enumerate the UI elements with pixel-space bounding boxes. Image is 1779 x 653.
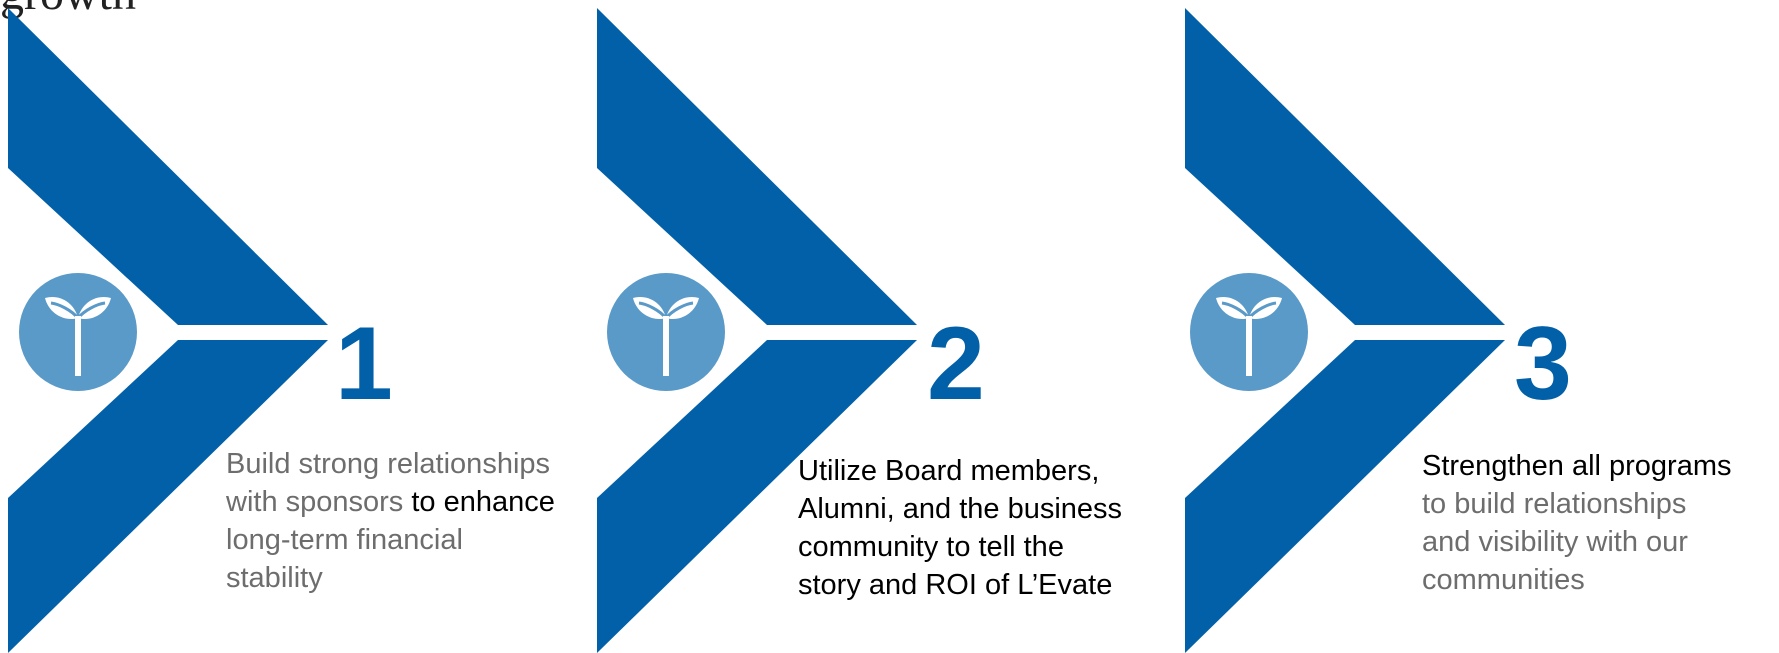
step-text-segment: Alumni, and the business: [798, 493, 1123, 525]
chevron-upper-3: [1185, 8, 1505, 325]
step-number-2: 2: [927, 306, 985, 422]
step-line: and visibility with our: [1422, 523, 1732, 561]
chevron-upper-2: [597, 8, 917, 325]
step-line: community to tell the: [798, 528, 1122, 566]
step-text-segment: stability: [226, 562, 323, 594]
step-line: long-term financial: [226, 521, 555, 559]
chevron-lower-3: [1185, 340, 1505, 653]
sprout-icon: [41, 284, 115, 381]
chevron-upper-1: [8, 8, 328, 325]
step-text-segment: communities: [1422, 564, 1585, 596]
step-text-segment: community to tell the: [798, 531, 1064, 563]
step-line: stability: [226, 559, 555, 597]
sprout-icon: [1212, 284, 1286, 381]
step-text-segment: Build strong relationships: [226, 448, 551, 480]
step-description-2: Utilize Board members, Alumni, and the bu…: [798, 452, 1122, 604]
step-line: Build strong relationships: [226, 445, 555, 483]
page-heading: growth: [0, 0, 136, 18]
step-number-1: 1: [335, 306, 393, 422]
sprout-icon: [629, 284, 703, 381]
chevron-lower-2: [597, 340, 917, 653]
step-line: with sponsors to enhance: [226, 483, 555, 521]
step-text-segment: and visibility with our: [1422, 526, 1688, 558]
step-badge-1: [19, 273, 137, 391]
step-text-segment: Utilize Board members,: [798, 455, 1100, 487]
step-text-segment: with sponsors: [226, 486, 412, 518]
step-line: to build relationships: [1422, 485, 1732, 523]
step-text-segment: Strengthen all programs: [1422, 450, 1732, 482]
step-line: communities: [1422, 561, 1732, 599]
step-line: story and ROI of L’Evate: [798, 566, 1122, 604]
step-number-3: 3: [1514, 306, 1572, 422]
step-line: Alumni, and the business: [798, 490, 1122, 528]
step-badge-2: [607, 273, 725, 391]
step-line: Strengthen all programs: [1422, 447, 1732, 485]
step-badge-3: [1190, 273, 1308, 391]
step-text-segment: to build relationships: [1422, 488, 1687, 520]
step-description-3: Strengthen all programs to build relation…: [1422, 447, 1732, 599]
step-text-segment: story and ROI of L’Evate: [798, 569, 1113, 601]
step-text-segment: to enhance: [411, 486, 555, 518]
step-line: Utilize Board members,: [798, 452, 1122, 490]
step-text-segment: long-term financial: [226, 524, 463, 556]
chevron-lower-1: [8, 340, 328, 653]
